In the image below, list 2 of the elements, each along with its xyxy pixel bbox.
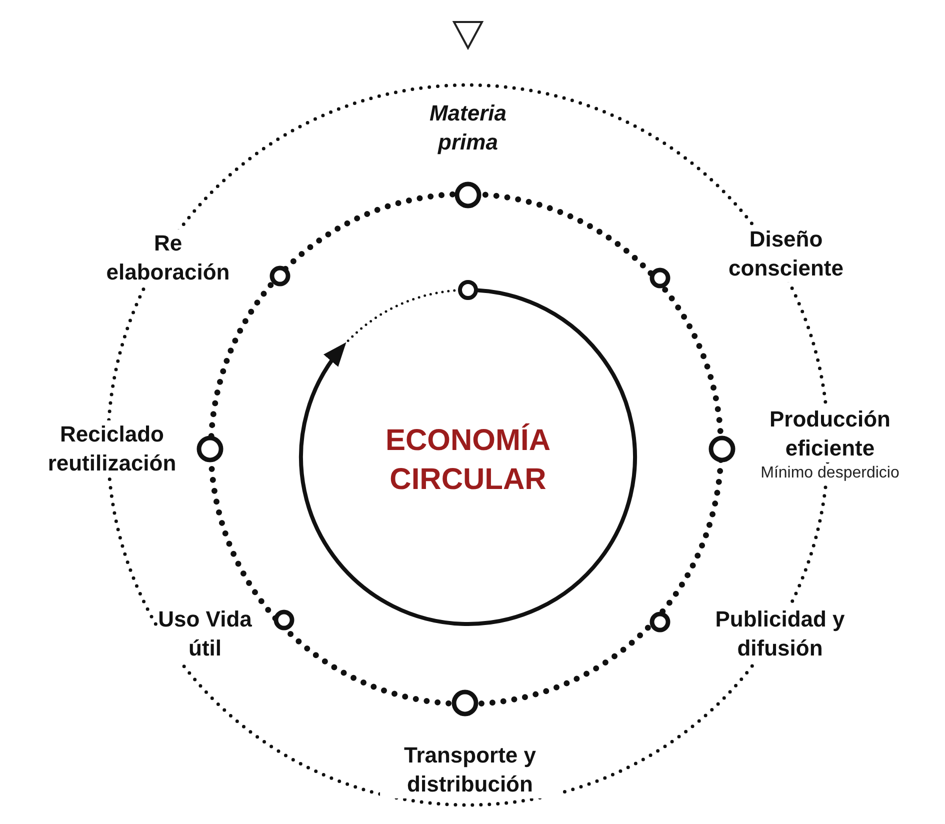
stage-note: Mínimo desperdicio (760, 464, 900, 483)
center-label: ECONOMÍA CIRCULAR (384, 422, 552, 498)
